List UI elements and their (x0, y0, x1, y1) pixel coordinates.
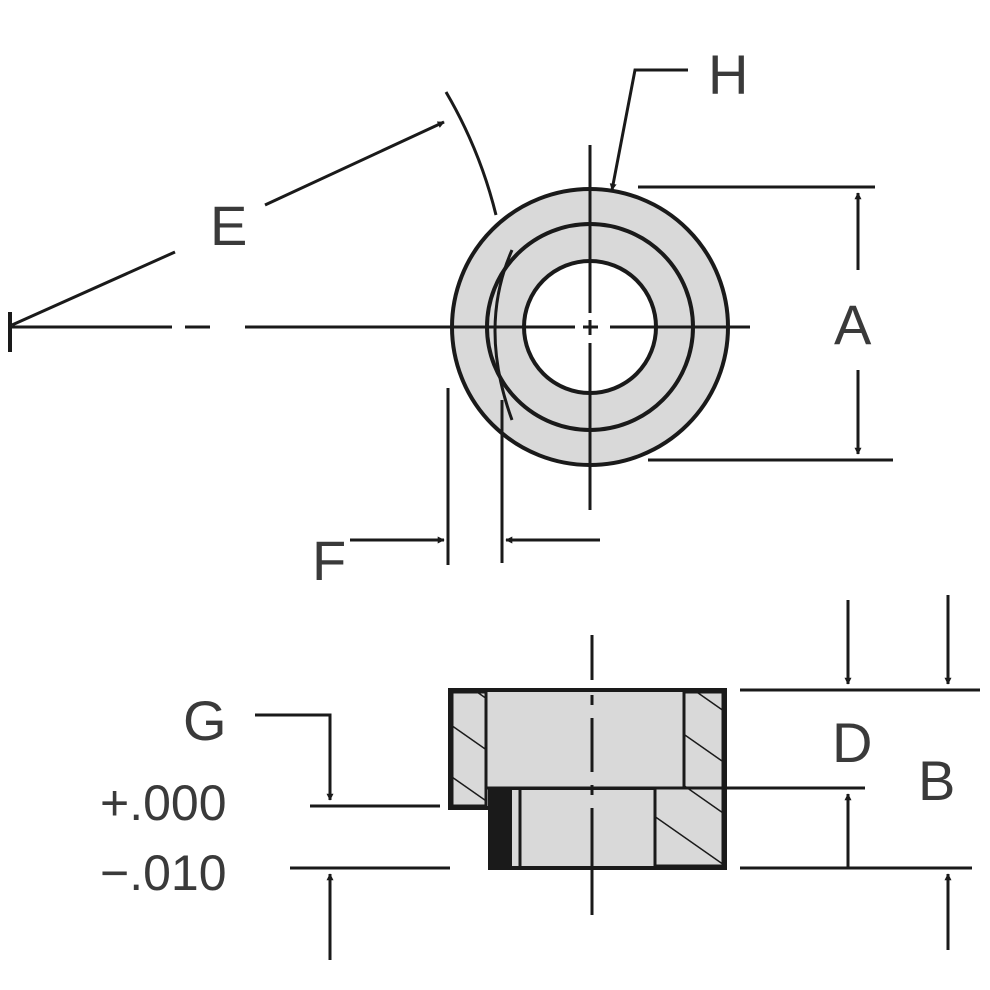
label-g: G (183, 689, 227, 752)
dimension-e: E (11, 91, 498, 327)
left-wall-hatch (450, 690, 488, 808)
right-body-hatch (653, 786, 725, 868)
label-h: H (708, 43, 748, 106)
dimension-h: H (609, 43, 748, 191)
label-b: B (918, 749, 955, 812)
label-a: A (834, 293, 872, 356)
side-view: D B G +.000 −.010 (100, 595, 980, 960)
dimension-d: D (705, 600, 980, 868)
bore-section (487, 695, 683, 788)
dimension-b: B (740, 595, 972, 950)
dimension-a: A (638, 185, 893, 462)
dimension-g: G +.000 −.010 (100, 689, 450, 960)
tolerance-lower: −.010 (100, 845, 227, 901)
chamfer-arc (493, 249, 514, 421)
label-e: E (210, 194, 247, 257)
right-wall-hatch (682, 690, 725, 790)
top-view: A H E F (8, 43, 893, 592)
dimension-f: F (312, 388, 600, 592)
label-f: F (312, 529, 346, 592)
label-d: D (832, 711, 872, 774)
tolerance-upper: +.000 (100, 775, 227, 831)
left-body-wall (490, 790, 512, 866)
